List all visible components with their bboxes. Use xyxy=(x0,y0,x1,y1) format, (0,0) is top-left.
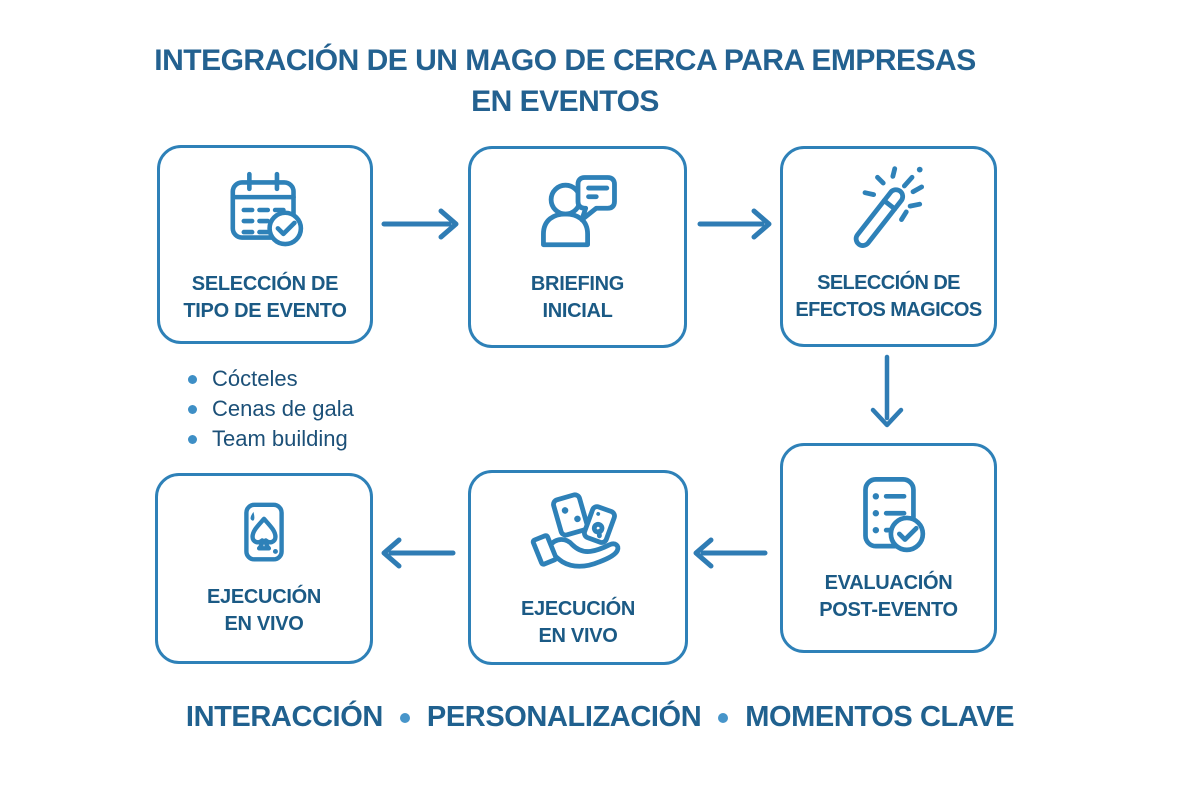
step-label: EJECUCIÓN EN VIVO xyxy=(471,596,685,662)
step-label-line1: EVALUACIÓN xyxy=(824,572,953,594)
footer-keyword: PERSONALIZACIÓN xyxy=(426,701,702,733)
dot-separator-icon xyxy=(399,712,410,723)
arrow-left-icon xyxy=(381,537,456,569)
step-box-briefing-inicial: BRIEFING INICIAL xyxy=(468,146,687,348)
step-box-evaluacion-post-evento: EVALUACIÓN POST-EVENTO xyxy=(780,443,997,653)
step-label: EJECUCIÓN EN VIVO xyxy=(158,584,370,664)
step-label-line2: EFECTOS MAGICOS xyxy=(795,299,982,321)
list-item-label: Cenas de gala xyxy=(212,396,354,421)
bullet-dot-icon xyxy=(188,404,197,414)
page-title-line2: EN EVENTOS xyxy=(471,85,659,118)
step-label-line2: POST-EVENTO xyxy=(819,599,958,621)
step-label-line1: EJECUCIÓN xyxy=(521,598,635,620)
checklist-check-icon xyxy=(842,470,936,564)
hand-cards-icon xyxy=(527,489,629,585)
dot-separator-icon xyxy=(718,712,729,723)
step-label: BRIEFING INICIAL xyxy=(471,271,684,345)
list-item: Team building xyxy=(188,424,354,454)
step-label-line2: INICIAL xyxy=(542,300,613,322)
step-box-seleccion-tipo-evento: SELECCIÓN DE TIPO DE EVENTO xyxy=(157,145,373,344)
step-label-line1: SELECCIÓN DE xyxy=(817,272,960,294)
step-label: EVALUACIÓN POST-EVENTO xyxy=(783,570,994,650)
playing-card-icon xyxy=(220,496,308,584)
step-label-line1: BRIEFING xyxy=(530,273,625,295)
page-title: INTEGRACIÓN DE UN MAGO DE CERCA PARA EMP… xyxy=(35,40,1095,122)
step-label: SELECCIÓN DE TIPO DE EVENTO xyxy=(160,271,370,341)
step-box-ejecucion-en-vivo-carta: EJECUCIÓN EN VIVO xyxy=(155,473,373,664)
list-item: Cócteles xyxy=(188,364,354,394)
list-item-label: Team building xyxy=(212,426,348,451)
step-label-line1: EJECUCIÓN xyxy=(207,586,321,608)
bullet-dot-icon xyxy=(188,434,197,444)
step-box-ejecucion-en-vivo-cartas: EJECUCIÓN EN VIVO xyxy=(468,470,688,665)
arrow-down-icon xyxy=(870,354,904,428)
step-label-line2: EN VIVO xyxy=(224,613,304,635)
page-title-line1: INTEGRACIÓN DE UN MAGO DE CERCA PARA EMP… xyxy=(154,44,976,77)
list-item: Cenas de gala xyxy=(188,394,354,424)
footer-keywords: INTERACCIÓN PERSONALIZACIÓN MOMENTOS CLA… xyxy=(0,701,1200,734)
step-label-line1: SELECCIÓN DE xyxy=(191,273,339,295)
magic-wand-icon xyxy=(841,161,937,257)
bullet-dot-icon xyxy=(188,374,197,384)
step-label-line2: TIPO DE EVENTO xyxy=(183,300,347,322)
step-box-seleccion-efectos-magicos: SELECCIÓN DE EFECTOS MAGICOS xyxy=(780,146,997,347)
calendar-check-icon xyxy=(219,164,311,256)
arrow-right-icon xyxy=(697,208,772,240)
step-label: SELECCIÓN DE EFECTOS MAGICOS xyxy=(783,270,994,344)
person-speech-bubble-icon xyxy=(530,166,626,262)
footer-keyword: INTERACCIÓN xyxy=(185,701,383,733)
list-item-label: Cócteles xyxy=(212,366,298,391)
event-type-list: Cócteles Cenas de gala Team building xyxy=(188,364,354,454)
arrow-left-icon xyxy=(693,537,768,569)
arrow-right-icon xyxy=(381,208,459,240)
step-label-line2: EN VIVO xyxy=(538,625,618,647)
footer-keyword: MOMENTOS CLAVE xyxy=(745,701,1015,733)
